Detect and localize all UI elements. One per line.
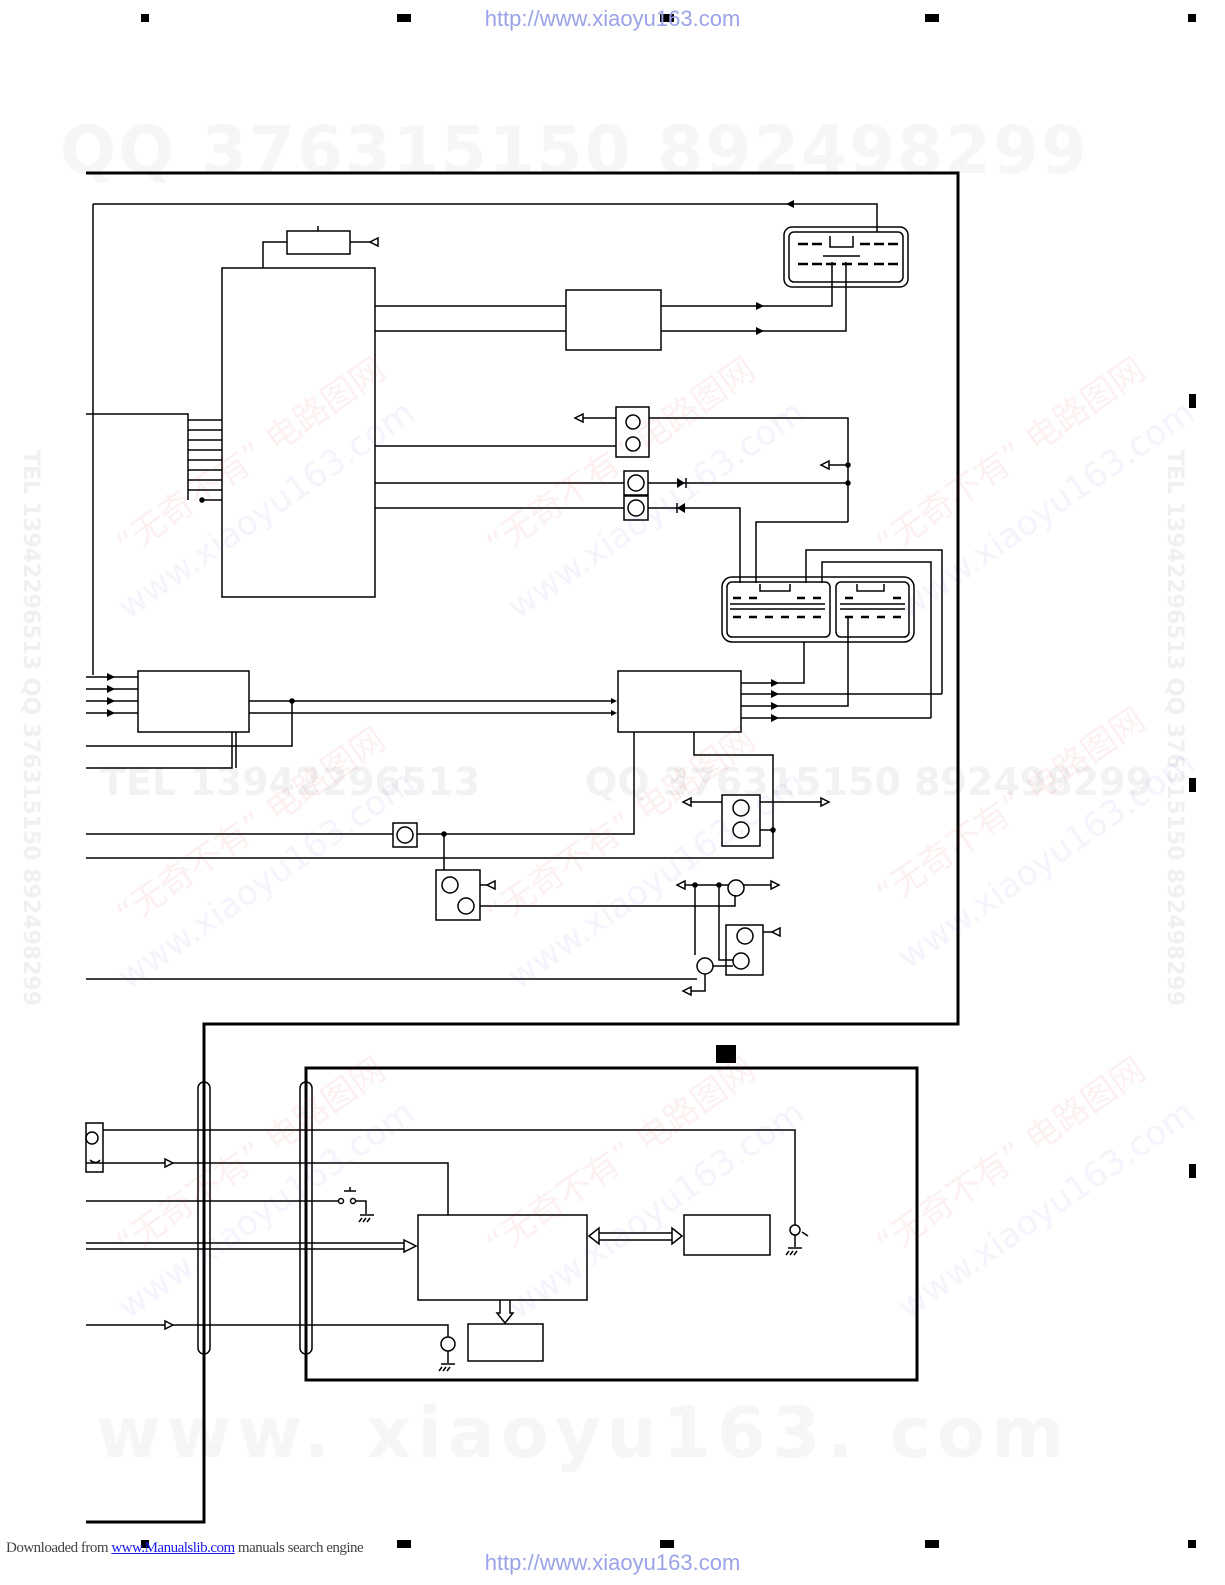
transistor-pair-3 [435,869,481,921]
transistor-4 [392,822,418,848]
controller-ic-block [417,1214,588,1301]
watermark-qq: QQ 376315150 892498299 [60,112,1089,189]
fuse-block [286,230,351,255]
interface-block-left [137,670,250,733]
transistor-pair-1 [615,406,650,458]
watermark-tel: TEL 13942296513 [100,760,481,804]
cable-harness-1 [197,1081,211,1355]
connector-dual [721,576,915,643]
footer-suffix: manuals search engine [234,1540,364,1556]
switch-symbol [344,1187,367,1214]
display-block [467,1323,544,1362]
registration-marks [141,14,1196,1548]
connector-top [783,226,909,288]
memory-block [683,1214,771,1256]
footer-download-note: Downloaded from www.Manualslib.com manua… [6,1540,364,1557]
footer-url[interactable]: http://www.xiaoyu163.com [484,1550,741,1575]
upper-board-frame [86,171,960,1524]
led-indicator [789,1224,801,1236]
header-url[interactable]: http://www.xiaoyu163.com [484,6,741,31]
main-ic-block [221,267,376,598]
lower-board-frame [304,1066,919,1382]
motor-element [85,1122,104,1173]
interface-block-right [617,670,742,733]
transistor-pair-2 [721,794,761,847]
driver-block-top [565,289,662,351]
footer-prefix: Downloaded from [6,1540,112,1556]
watermark-qq-mid: QQ 376315150 892498299 [585,760,1152,804]
watermark-side-right: TEL 13942296513 QQ 376315150 892498299 [1162,450,1187,1007]
cable-harness-2 [299,1081,313,1355]
transistor-pair-4 [725,924,764,976]
watermark-side-left: TEL 13942296513 QQ 376315150 892498299 [18,450,43,1007]
watermark-site: www. xiaoyu163. com [96,1392,1070,1474]
manualslib-link[interactable]: www.Manualslib.com [111,1540,235,1556]
